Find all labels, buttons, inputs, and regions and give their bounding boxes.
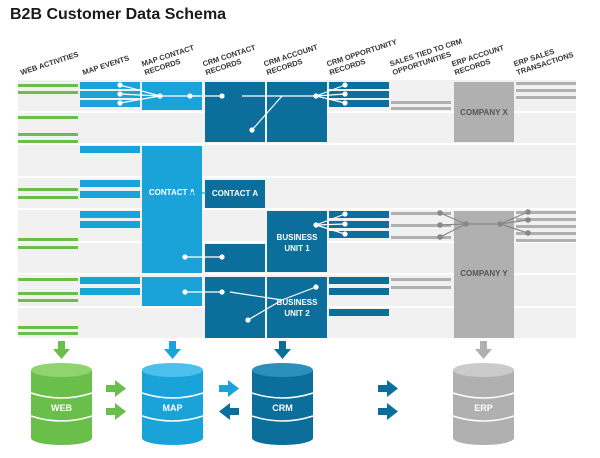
company-x-label: COMPANY X [460, 108, 508, 117]
database-map-icon [141, 363, 204, 445]
crm-account-record-top [267, 82, 327, 142]
diagram-title: B2B Customer Data Schema [10, 6, 227, 23]
database-crm-icon [251, 363, 314, 445]
crm-contact-record-a [205, 180, 265, 208]
down-arrow-map [164, 341, 181, 359]
arrow-crm-to-erp-2 [378, 403, 398, 420]
down-arrow-crm [274, 341, 291, 359]
row-divider [18, 176, 576, 178]
database-crm-label: CRM [272, 403, 293, 413]
erp-account-company-y [454, 211, 514, 338]
arrow-crm-to-map [219, 403, 239, 420]
crm-contact-record-top [205, 82, 265, 142]
crm-contact-record-bottom [205, 277, 265, 338]
database-map-label: MAP [162, 403, 183, 413]
database-web-icon [30, 363, 93, 445]
database-erp-label: ERP [474, 403, 493, 413]
erp-account-company-x [454, 82, 514, 142]
arrow-web-to-map-2 [106, 403, 126, 420]
connector-map-events-to-map-contact [117, 82, 225, 106]
down-arrow-erp [475, 341, 492, 359]
crm-account-business-unit-1 [267, 211, 327, 272]
down-arrow-web [53, 341, 70, 359]
arrow-map-to-crm [219, 380, 239, 397]
business-unit-2-label: BUSINESS UNIT 2 [276, 298, 318, 318]
arrow-web-to-map-1 [106, 380, 126, 397]
row-divider [18, 143, 576, 145]
crm-contact-record-mid [205, 244, 265, 272]
row-divider [18, 273, 576, 275]
connector-crm-contact-to-account [242, 82, 348, 133]
database-erp-icon [452, 363, 515, 445]
connector-sales-to-company-y [437, 209, 531, 240]
database-web-label: WEB [51, 403, 72, 413]
arrow-crm-to-erp-1 [378, 380, 398, 397]
contact-a-crm-label: CONTACT A [211, 189, 259, 198]
connector-contact-a [185, 190, 206, 196]
contact-a-map-label: CONTACT A [148, 188, 196, 197]
map-contact-record-a [142, 146, 202, 273]
row-divider [18, 208, 576, 210]
business-unit-1-label: BUSINESS UNIT 1 [276, 233, 318, 253]
company-y-label: COMPANY Y [460, 269, 508, 278]
